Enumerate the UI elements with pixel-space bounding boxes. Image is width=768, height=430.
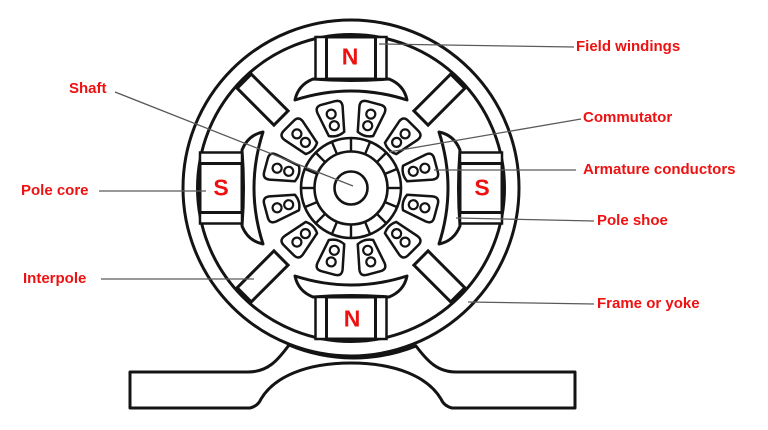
armature-conductor: [325, 108, 337, 120]
commutator-segment-divider: [304, 167, 318, 176]
label-armature-conductors: Armature conductors: [583, 161, 736, 178]
pole-shoe-shape: [437, 130, 462, 246]
interpole-shape: [235, 248, 291, 304]
label-frame-or-yoke: Frame or yoke: [597, 295, 700, 312]
main-pole-top: [293, 35, 409, 102]
armature-slot: [356, 99, 387, 138]
label-interpole: Interpole: [23, 270, 87, 287]
armature-conductor: [391, 136, 403, 148]
field-winding-bar: [314, 35, 328, 81]
commutator-segment-divider: [330, 221, 339, 235]
armature-slot: [280, 220, 319, 259]
commutator-segment-divider: [304, 200, 318, 209]
armature-conductor: [399, 236, 411, 248]
armature-conductor: [271, 202, 283, 214]
field-winding-bar: [374, 35, 388, 81]
pole-core-shape: [325, 35, 377, 81]
interpole-shape: [411, 72, 467, 128]
label-pole-core: Pole core: [21, 182, 89, 199]
armature-conductor: [399, 128, 411, 140]
armature-conductor: [283, 165, 295, 177]
commutator-segment-divider: [375, 212, 388, 225]
armature-slot: [262, 193, 301, 224]
label-field-windings: Field windings: [576, 38, 681, 55]
frame-yoke-leader-line: [467, 301, 595, 305]
armature-slot: [383, 117, 422, 156]
pole-letter-bottom: N: [343, 305, 361, 332]
armature-conductor: [419, 162, 431, 174]
field-winding-bar: [458, 151, 504, 165]
armature-slot: [383, 220, 422, 259]
commutator-segment-divider: [314, 212, 327, 225]
armature-slot: [280, 117, 319, 156]
armature-conductor: [365, 108, 377, 120]
interpole-rect: [235, 248, 291, 304]
label-commutator: Commutator: [583, 109, 673, 126]
commutator-segment-divider: [330, 141, 339, 155]
pole-letter-right: S: [474, 174, 490, 201]
field-winding-bar: [198, 211, 244, 225]
armature-conductor: [283, 199, 295, 211]
base-feet: [128, 343, 577, 410]
field-winding-bar: [374, 295, 388, 341]
armature-slot: [262, 152, 301, 183]
armature-conductor: [419, 202, 431, 214]
commutator-segment-divider: [375, 151, 388, 164]
armature-conductor: [299, 136, 311, 148]
armature-conductor: [291, 236, 303, 248]
commutator-segment-divider: [384, 167, 398, 176]
pole-core-shape: [458, 162, 504, 214]
interpole-shape: [235, 72, 291, 128]
armature-slot: [315, 99, 346, 138]
armature-conductor: [407, 165, 419, 177]
main-pole-bottom: [293, 274, 409, 341]
interpole-rect: [235, 72, 291, 128]
armature-conductor: [291, 128, 303, 140]
pole-shoe-shape: [293, 274, 409, 299]
shaft-circle: [333, 170, 369, 206]
pole-shoe-leader-line: [455, 217, 595, 222]
armature-conductor: [407, 199, 419, 211]
interpole-rect: [411, 72, 467, 128]
armature-conductor: [328, 244, 340, 256]
pole-shoe-shape: [240, 130, 265, 246]
armature-conductor: [299, 228, 311, 240]
pole-letter-left: S: [213, 174, 229, 201]
commutator-segment-divider: [384, 200, 398, 209]
field-windings-leader-line: [378, 43, 575, 48]
armature-conductor: [271, 162, 283, 174]
armature-conductor: [362, 120, 374, 132]
armature-slot: [401, 193, 440, 224]
interpole-shape: [411, 248, 467, 304]
interpole-rect: [411, 248, 467, 304]
pole-core-shape: [198, 162, 244, 214]
commutator-segment-divider: [314, 151, 327, 164]
main-pole-left: [198, 130, 265, 246]
armature-slot: [401, 152, 440, 183]
main-pole-right: [437, 130, 504, 246]
armature-conductor: [325, 256, 337, 268]
commutator-segment-divider: [363, 221, 372, 235]
armature-conductor: [365, 256, 377, 268]
pole-core-shape: [325, 295, 377, 341]
armature-conductor: [328, 120, 340, 132]
armature-conductor: [391, 228, 403, 240]
armature-conductor: [362, 244, 374, 256]
field-winding-bar: [198, 151, 244, 165]
armature-slot: [356, 238, 387, 277]
label-pole-shoe: Pole shoe: [597, 212, 668, 229]
commutator-leader-line: [388, 118, 582, 153]
commutator-segment-divider: [363, 141, 372, 155]
shaft-leader-line: [114, 91, 354, 187]
pole-shoe-shape: [293, 77, 409, 102]
field-winding-bar: [314, 295, 328, 341]
label-shaft: Shaft: [69, 80, 107, 97]
pole-letter-top: N: [341, 43, 359, 70]
armature-slot: [315, 238, 346, 277]
